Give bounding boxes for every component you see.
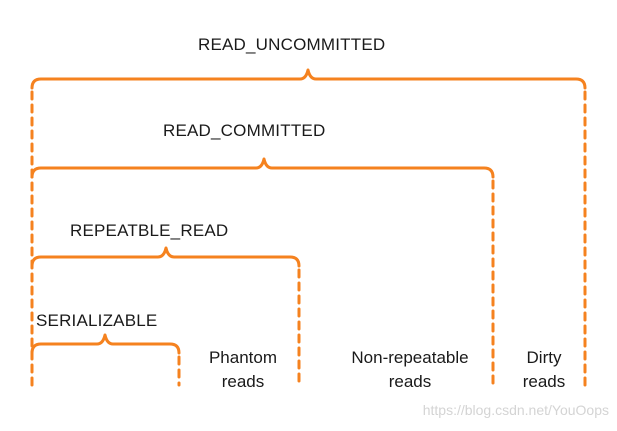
phantom-reads-line1: Phantom bbox=[208, 348, 278, 367]
dirty-reads-line2: reads bbox=[522, 372, 566, 391]
non-repeatable-reads-label: Non-repeatable reads bbox=[330, 346, 490, 394]
read-committed-bracket bbox=[30, 157, 495, 179]
read-uncommitted-bracket bbox=[30, 68, 587, 90]
non-repeatable-reads-line1: Non-repeatable bbox=[351, 348, 469, 367]
repeatable-read-bracket bbox=[30, 246, 301, 268]
dirty-reads-label: Dirty reads bbox=[509, 346, 579, 394]
serializable-label: SERIALIZABLE bbox=[36, 311, 158, 330]
serializable-bracket bbox=[30, 333, 181, 355]
dirty-reads-line1: Dirty bbox=[526, 348, 562, 367]
non-repeatable-reads-line2: reads bbox=[388, 372, 432, 391]
watermark: https://blog.csdn.net/YouOops bbox=[422, 402, 609, 418]
phantom-reads-line2: reads bbox=[221, 372, 265, 391]
phantom-reads-label: Phantom reads bbox=[193, 346, 293, 394]
read-committed-label: READ_COMMITTED bbox=[163, 121, 326, 140]
read-uncommitted-label: READ_UNCOMMITTED bbox=[198, 35, 386, 54]
repeatable-read-label: REPEATBLE_READ bbox=[70, 221, 229, 240]
